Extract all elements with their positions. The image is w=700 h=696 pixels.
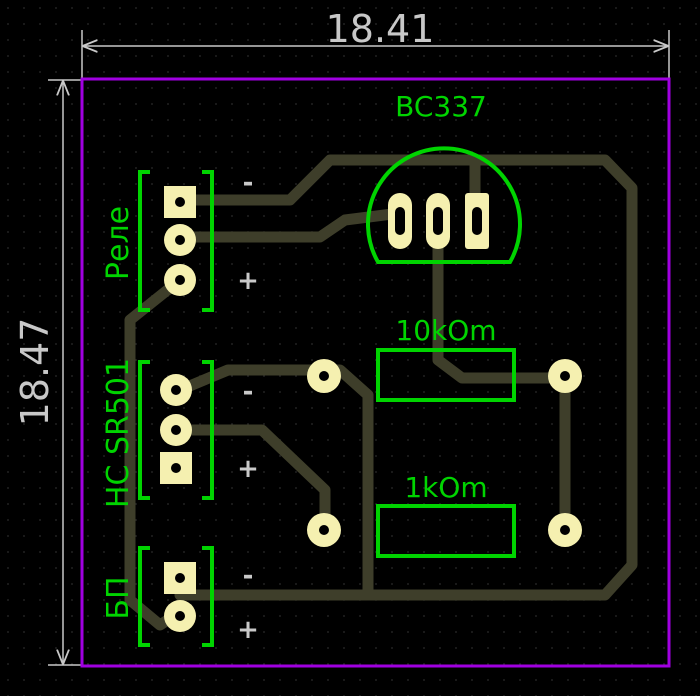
connector-relay-plus: + <box>237 266 259 296</box>
transistor-outline <box>366 146 522 264</box>
width-dimension <box>81 30 670 78</box>
pad-drill <box>395 207 405 235</box>
connector-power-outline <box>138 546 214 647</box>
pad-drill <box>319 525 329 535</box>
pad-drill <box>175 275 185 285</box>
pad-drill <box>472 207 482 235</box>
connector-power-label: БП <box>101 576 136 619</box>
height-dimension <box>48 79 82 666</box>
pad-drill <box>175 611 185 621</box>
pad-drill <box>560 371 570 381</box>
pad-drill <box>171 463 181 473</box>
board-outline <box>80 77 671 668</box>
connector-sensor <box>138 360 214 500</box>
resistor-10k-label: 10kOm <box>395 314 496 347</box>
pad-drill <box>171 425 181 435</box>
pad-drill <box>560 525 570 535</box>
connector-power <box>138 546 214 647</box>
connector-relay-minus: - <box>243 168 254 198</box>
trace-ground <box>174 154 638 601</box>
height-dimension-label: 18.47 <box>13 318 57 427</box>
connector-relay-label: Реле <box>101 206 136 280</box>
resistor-10k-body <box>376 348 516 402</box>
pad-drill <box>319 371 329 381</box>
width-dimension-label: 18.41 <box>326 7 435 51</box>
resistor-1k <box>307 504 582 558</box>
pad-drill <box>175 197 185 207</box>
connector-sensor-label: HC SR501 <box>101 358 136 508</box>
pad-drill <box>171 385 181 395</box>
transistor-bc337 <box>366 146 522 264</box>
connector-sensor-plus: + <box>237 454 259 484</box>
connector-relay-outline <box>138 170 214 312</box>
trace-relay-signal <box>174 207 406 243</box>
transistor-label: BC337 <box>395 90 487 123</box>
connector-sensor-outline <box>138 360 214 500</box>
resistor-1k-body <box>376 504 516 558</box>
pad-drill <box>175 235 185 245</box>
connector-power-minus: - <box>243 561 254 591</box>
connector-relay <box>138 170 214 312</box>
resistor-1k-label: 1kOm <box>404 471 487 504</box>
resistor-10k <box>307 348 582 402</box>
connector-power-plus: + <box>237 615 259 645</box>
connector-sensor-minus: - <box>243 377 254 407</box>
pad-drill <box>175 573 185 583</box>
pad-drill <box>433 207 443 235</box>
trace-sensor-out <box>174 424 331 534</box>
